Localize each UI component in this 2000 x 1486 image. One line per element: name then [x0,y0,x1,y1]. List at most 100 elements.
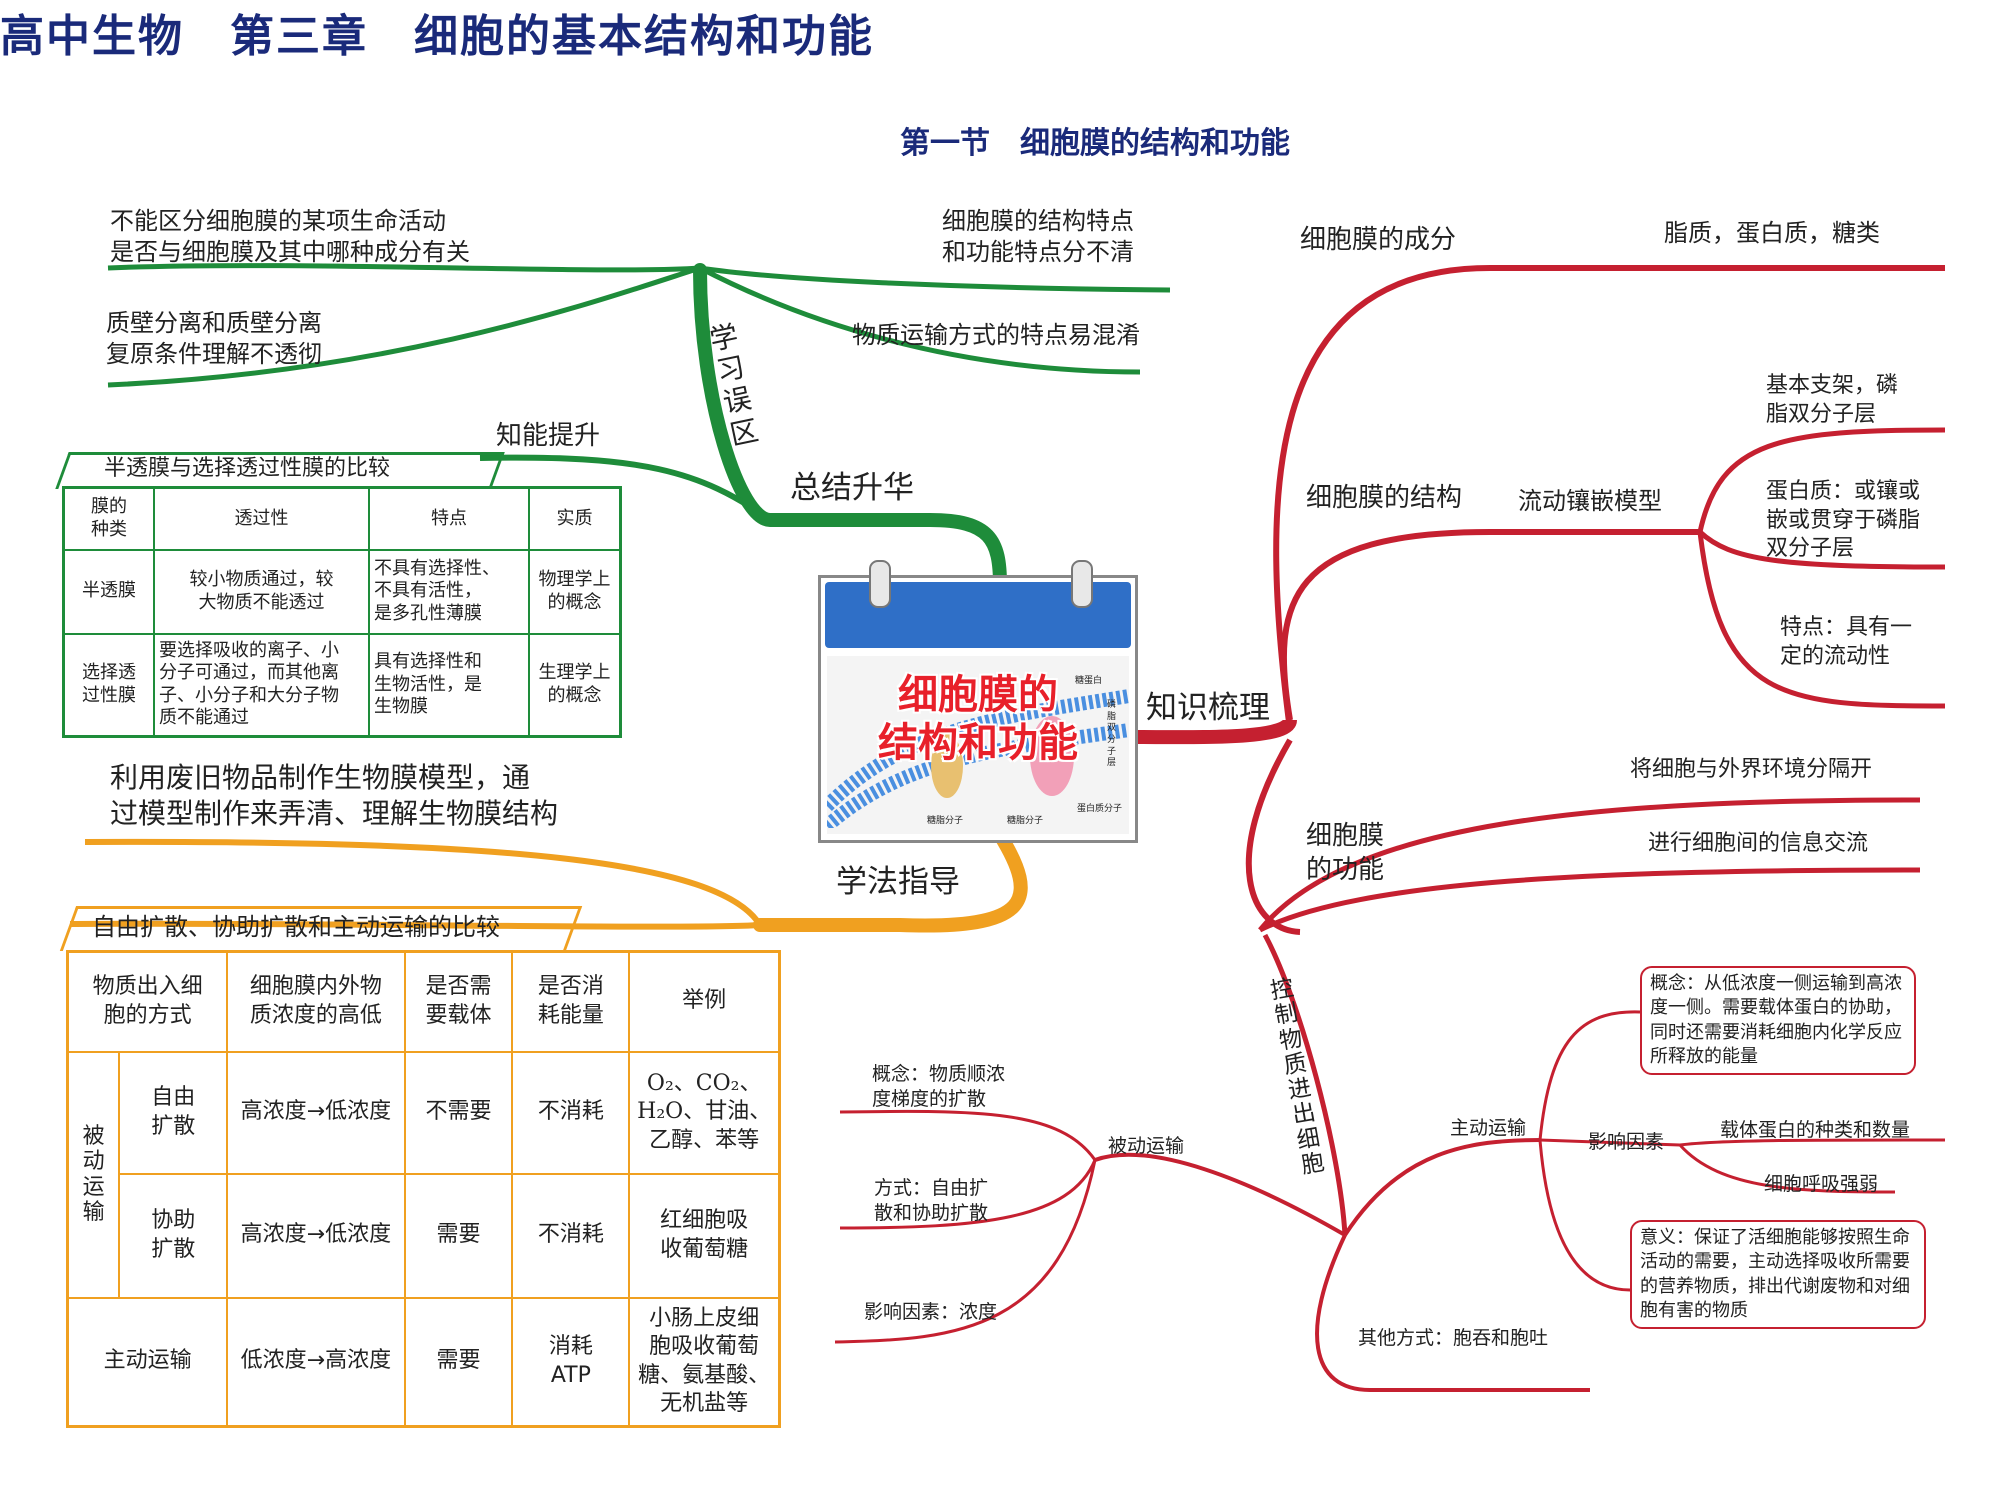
illustration-label: 糖脂分子 [927,816,964,826]
orange-main-branch [753,828,1028,933]
red-active-concept-line [1538,1010,1641,1141]
model-label: 流动镶嵌模型 [1518,487,1662,515]
red-to-structure [1280,529,1700,721]
mistake-item-1: 不能区分细胞膜的某项生命活动 是否与细胞膜及其中哪种成分有关 [110,207,470,267]
function-item-2: 进行细胞间的信息交流 [1648,831,1869,856]
red-active-meaning-line [1538,1139,1631,1292]
illustration-label: 蛋白质分子 [1077,804,1123,814]
semipermeable-comparison-table: 膜的 种类 透过性 特点 实质 半透膜 较小物质通过，较 大物质不能透过 不具有… [62,486,622,738]
red-to-control [1262,933,1348,1236]
ability-label: 知能提升 [496,421,601,451]
summary-label: 总结升华 [790,470,914,506]
red-active-factor-line [1539,1138,1681,1147]
illustration-label: 糖脂分子 [1007,816,1044,826]
method-label: 学法指导 [836,864,960,900]
red-model-line-2 [1698,530,1946,570]
knowledge-label: 知识梳理 [1146,690,1270,726]
table2-cell: 不消耗 [511,1172,631,1299]
table2-header: 举例 [628,950,781,1053]
green-mistake-line-4 [698,265,1141,375]
table2-cell: 高浓度→低浓度 [226,1050,406,1175]
model-item-1: 基本支架，磷 脂双分子层 [1766,373,1899,427]
red-passive-line-3 [834,1159,1097,1344]
table2-header: 物质出入细 胞的方式 [66,950,229,1053]
red-main-branch [1131,717,1297,745]
method-text: 利用废旧物品制作生物膜模型，通 过模型制作来弄清、理解生物膜结构 [110,761,559,831]
mistake-item-4: 物质运输方式的特点易混淆 [852,321,1140,349]
active-factor-item-2: 细胞呼吸强弱 [1764,1173,1879,1195]
passive-item-2: 方式：自由扩 散和协助扩散 [874,1177,989,1224]
table2-cell: 红细胞吸 收葡萄糖 [628,1172,781,1299]
active-factor-label: 影响因素 [1588,1131,1665,1153]
active-label: 主动运输 [1450,1117,1527,1139]
table1-cell: 具有选择性和 生物活性，是 生物膜 [368,632,530,738]
passive-item-3: 影响因素：浓度 [864,1301,998,1323]
calendar-ring [869,560,891,608]
table2-cell: 主动运输 [66,1296,229,1428]
table1-header: 透过性 [153,486,370,551]
red-to-passive [1094,1152,1347,1237]
function-item-1: 将细胞与外界环境分隔开 [1630,757,1873,782]
membrane-illustration: 细胞膜的 结构和功能 糖蛋白 磷脂双分子层 蛋白质分子 糖脂分子 糖脂分子 [827,656,1129,834]
green-mistake-line-3 [699,265,1171,293]
passive-label: 被动运输 [1108,1135,1185,1157]
composition-label: 细胞膜的成分 [1300,225,1457,255]
structure-label: 细胞膜的结构 [1306,483,1463,513]
active-meaning-box: 意义：保证了活细胞能够按照生命活动的需要，主动选择吸收所需要的营养物质，排出代谢… [1630,1220,1926,1330]
table2-group: 被 动 运 输 [66,1050,121,1299]
passive-item-1: 概念：物质顺浓 度梯度的扩散 [872,1063,1006,1110]
green-ability-branch [479,454,772,523]
table2-cell: 不需要 [403,1050,514,1175]
model-item-3: 特点：具有一 定的流动性 [1780,615,1913,669]
table2-cell: 低浓度→高浓度 [226,1296,406,1428]
red-to-function [1245,738,1301,935]
table2-header: 是否消 耗能量 [511,950,631,1053]
red-model-line-3 [1697,531,1946,709]
table2-cell: 协助 扩散 [118,1172,229,1299]
table2-cell: 需要 [403,1172,514,1299]
table1-caption: 半透膜与选择透过性膜的比较 [104,456,391,481]
composition-value: 脂质，蛋白质，糖类 [1664,219,1880,247]
green-mistake-line-2 [107,265,701,388]
orange-table-line [69,920,761,930]
table1-header: 膜的 种类 [62,486,155,551]
table2-cell: O₂、CO₂、 H₂O、甘油、 乙醇、苯等 [628,1050,781,1175]
mistake-item-3: 细胞膜的结构特点 和功能特点分不清 [942,207,1134,267]
table2-cell: 不消耗 [511,1050,631,1175]
function-label: 细胞膜 的功能 [1306,821,1385,885]
green-mistake-line-1 [107,263,701,273]
red-to-active [1343,1138,1541,1237]
table1-cell: 不具有选择性、 不具有活性， 是多孔性薄膜 [368,548,530,635]
table2-cell: 高浓度→低浓度 [226,1172,406,1299]
red-factor-line-2 [1678,1144,1896,1194]
table1-cell: 要选择吸收的离子、小 分子可通过，而其他离 子、小分子和大分子物 质不能通过 [153,632,370,738]
table2-cell: 需要 [403,1296,514,1428]
table2-header: 是否需 要载体 [403,950,514,1053]
table2-header: 细胞膜内外物 质浓度的高低 [226,950,406,1053]
table1-cell: 半透膜 [62,548,155,635]
table1-cell: 较小物质通过，较 大物质不能透过 [153,548,370,635]
active-factor-item-1: 载体蛋白的种类和数量 [1720,1119,1911,1141]
membrane-bilayer [827,689,1129,828]
table1-cell: 生理学上 的概念 [528,632,622,738]
active-concept-box: 概念：从低浓度一侧运输到高浓度一侧。需要载体蛋白的协助，同时还需要消耗细胞内化学… [1640,966,1916,1076]
table2-cell: 自由 扩散 [118,1050,229,1175]
table1-header: 特点 [368,486,530,551]
table1-cell: 选择透 过性膜 [62,632,155,738]
red-function-line-2 [1258,867,1921,933]
calendar-ring [1071,560,1093,608]
center-calendar-image: 细胞膜的 结构和功能 糖蛋白 磷脂双分子层 蛋白质分子 糖脂分子 糖脂分子 [818,560,1138,843]
table2-caption: 自由扩散、协助扩散和主动运输的比较 [92,913,500,941]
red-passive-line-1 [839,1109,1097,1161]
red-function-line-1 [1258,797,1921,932]
other-methods-label: 其他方式：胞吞和胞吐 [1358,1327,1549,1349]
center-title-line1: 细胞膜的 [898,672,1058,718]
table1-header: 实质 [528,486,622,551]
table2-cell: 消耗 ATP [511,1296,631,1428]
model-item-2: 蛋白质：或镶或 嵌或贯穿于磷脂 双分子层 [1766,479,1921,562]
mistake-item-2: 质壁分离和质壁分离 复原条件理解不透彻 [106,309,322,369]
red-model-line-1 [1697,427,1946,533]
orange-method-line [84,838,763,927]
red-to-composition [1273,265,1945,731]
